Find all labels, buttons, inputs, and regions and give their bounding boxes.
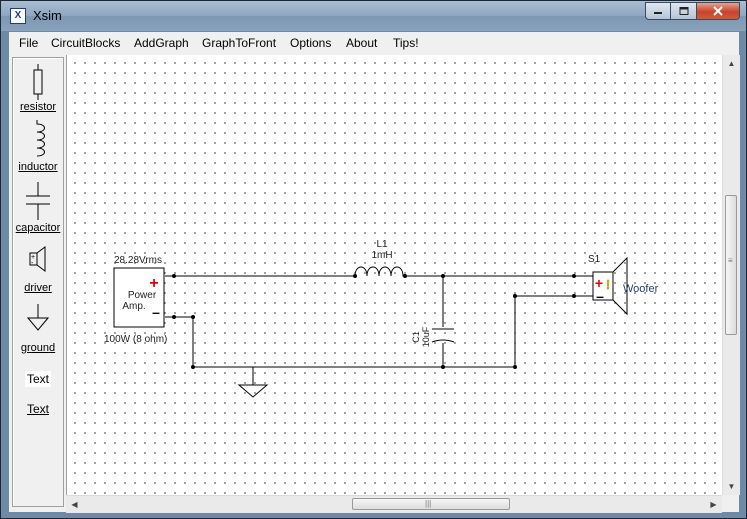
horizontal-scroll-thumb[interactable]: ||| [352,498,510,510]
horizontal-grip-icon: ||| [425,499,432,508]
tool-driver[interactable]: +- driver [13,238,63,296]
scroll-down-arrow-icon[interactable]: ▼ [727,482,736,491]
vertical-grip-icon: ≡ [728,256,733,265]
inductor-value-label: 1mH [371,250,392,261]
client-area: resistor inductor capacitor [9,54,740,513]
scroll-up-arrow-icon[interactable]: ▲ [727,59,736,68]
minimize-icon [654,12,662,14]
inductor-l1[interactable]: L1 1mH [354,239,405,277]
text-box-sample: Text [24,371,51,387]
menu-bar: File CircuitBlocks AddGraph GraphToFront… [9,32,739,55]
tool-driver-label: driver [24,282,52,294]
component-toolbox: resistor inductor capacitor [12,57,64,507]
menu-graphtofront[interactable]: GraphToFront [202,36,277,50]
amp-plus-terminal: + [149,275,158,292]
speaker-warning-icon: ! [606,277,610,292]
svg-text:-: - [31,260,34,267]
menu-addgraph[interactable]: AddGraph [134,36,189,50]
tool-resistor-label: resistor [19,101,57,113]
speaker-minus-terminal: – [596,288,604,304]
power-amp-block[interactable]: Power Amp. + – [113,267,165,328]
menu-options[interactable]: Options [290,36,332,50]
inductor-ref-label: L1 [376,239,388,250]
vertical-scroll-thumb[interactable]: ≡ [725,195,737,335]
tool-inductor[interactable]: inductor [13,118,63,176]
capacitor-ref-label: C1 [411,331,421,343]
tool-capacitor-label: capacitor [15,222,61,234]
svg-text:+: + [31,254,35,261]
tool-ground[interactable]: ground [13,298,63,356]
capacitor-c1[interactable]: C1 10uF [411,326,455,347]
xsim-app-icon[interactable]: X [10,8,26,24]
amp-spec-label: 100W (8 ohm) [104,334,167,345]
capacitor-value-label: 10uF [421,326,431,347]
ground-icon [27,304,49,331]
circuit-wires [165,275,594,385]
amp-name-line1: Power [128,290,157,301]
minimize-button[interactable] [645,2,671,20]
tool-capacitor[interactable]: capacitor [13,178,63,236]
close-icon [713,6,723,16]
tool-resistor[interactable]: resistor [13,58,63,116]
maximize-button[interactable] [671,2,697,20]
tool-text-box[interactable]: Text [13,370,63,392]
maximize-icon [679,7,688,15]
inductor-icon [36,120,45,157]
speaker-ref-label: S1 [588,254,601,265]
speaker-name-label: Woofer [623,283,659,295]
close-button[interactable] [697,2,740,20]
menu-tips[interactable]: Tips! [393,36,419,50]
amp-minus-terminal: – [152,304,160,320]
speaker-s1[interactable]: + – ! S1 Woofer [588,254,659,316]
resistor-icon [33,64,43,100]
menu-about[interactable]: About [346,36,378,50]
speaker-plus-terminal: + [595,275,603,291]
capacitor-icon [26,182,50,220]
tool-text-label[interactable]: Text [13,402,63,422]
amp-name-line2: Amp. [122,301,145,312]
tool-inductor-label: inductor [18,161,58,173]
window-title: Xsim [33,8,62,23]
tool-ground-label: ground [20,342,56,354]
menu-file[interactable]: File [19,36,39,50]
driver-icon: +- [29,246,46,272]
vertical-scrollbar[interactable]: ▲ ≡ ▼ [722,55,740,495]
amp-voltage-label: 28.28Vrms [114,255,162,266]
menu-circuitblocks[interactable]: CircuitBlocks [51,36,121,50]
schematic-canvas[interactable]: Power Amp. + – 28.28Vrms 100W (8 ohm) L1… [66,55,723,495]
title-bar[interactable]: X Xsim [1,1,746,31]
horizontal-scrollbar[interactable]: ◀ ||| ▶ [66,495,722,513]
scroll-right-arrow-icon[interactable]: ▶ [710,500,717,509]
ground-symbol[interactable] [237,384,269,398]
scroll-left-arrow-icon[interactable]: ◀ [71,500,78,509]
text-label-sample: Text [26,402,49,416]
circuit-schematic: Power Amp. + – 28.28Vrms 100W (8 ohm) L1… [104,239,659,398]
scrollbar-corner [722,495,739,512]
